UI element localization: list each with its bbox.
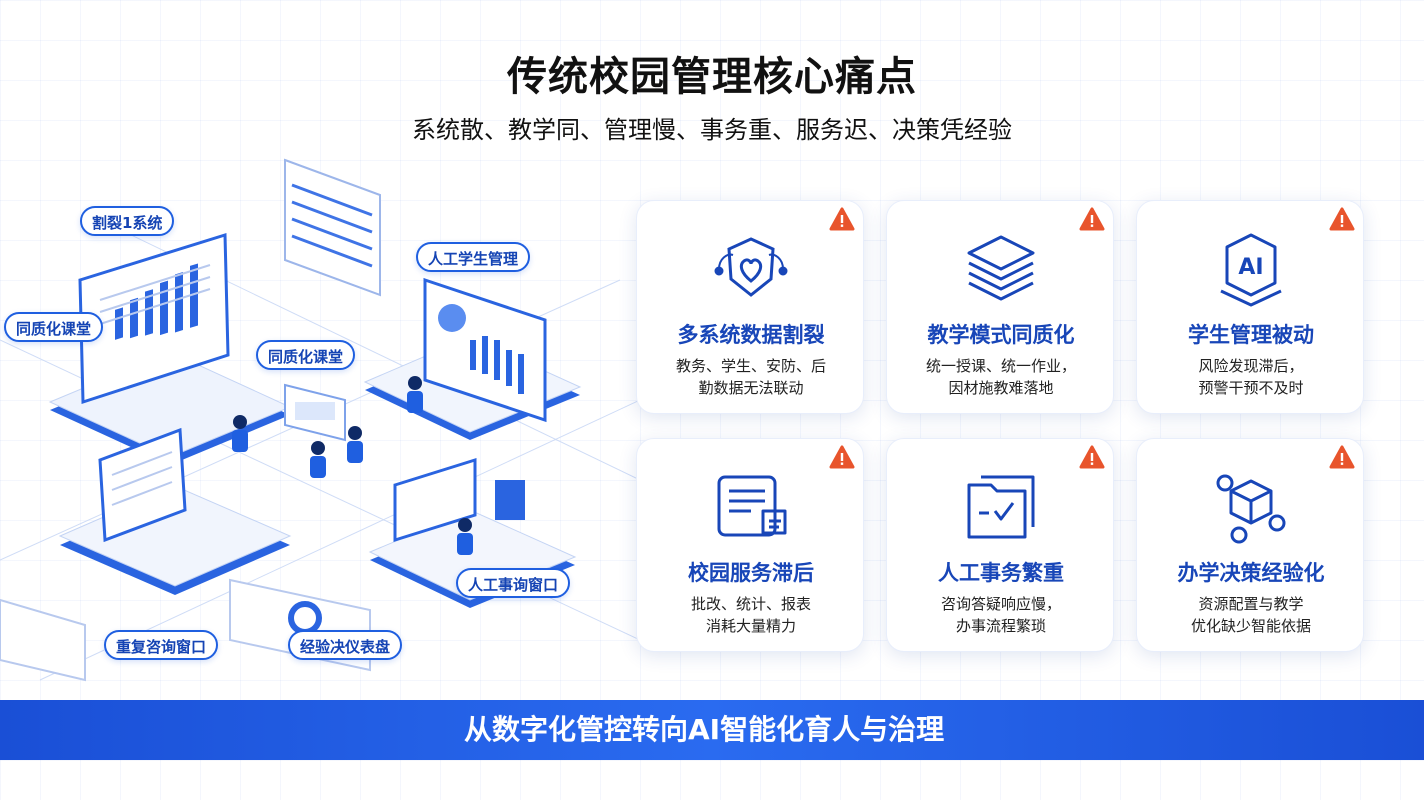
card-description: 批改、统计、报表 消耗大量精力 xyxy=(651,593,851,637)
warning-icon xyxy=(1079,445,1105,469)
callout-homogeneous-left: 同质化课堂 xyxy=(4,312,104,342)
card-desc-line: 教务、学生、安防、后 xyxy=(675,357,826,375)
card-teaching-homogeneous: 教学模式同质化 统一授课、统一作业， 因材施教难落地 xyxy=(886,200,1114,414)
callout-system-split: 割裂1系统 xyxy=(80,206,175,236)
card-student-management: AI 学生管理被动 风险发现滞后， 预警干预不及时 xyxy=(1136,200,1364,414)
doc-bottom-left xyxy=(0,598,86,682)
banner-text: 从数字化管控转向AI智能化育人与治理 xyxy=(464,713,945,746)
card-description: 资源配置与教学 优化缺少智能依据 xyxy=(1151,593,1351,637)
card-desc-line: 办事流程繁琐 xyxy=(955,617,1046,635)
card-title: 教学模式同质化 xyxy=(927,323,1075,347)
card-desc-line: 优化缺少智能依据 xyxy=(1190,617,1311,635)
card-desc-line: 因材施教难落地 xyxy=(948,379,1054,397)
layers-stack-icon xyxy=(967,235,1035,301)
panel-top xyxy=(284,158,381,297)
document-edit-icon xyxy=(717,475,787,537)
warning-icon xyxy=(829,207,855,231)
card-description: 教务、学生、安防、后 勤数据无法联动 xyxy=(651,355,851,399)
people xyxy=(232,376,473,555)
card-campus-service: 校园服务滞后 批改、统计、报表 消耗大量精力 xyxy=(636,438,864,652)
warning-icon xyxy=(1329,207,1355,231)
card-desc-line: 批改、统计、报表 xyxy=(690,595,811,613)
page-subtitle: 系统散、教学同、管理慢、事务重、服务迟、决策凭经验 xyxy=(412,116,1012,144)
page-title: 传统校园管理核心痛点 xyxy=(507,54,917,100)
card-title: 多系统数据割裂 xyxy=(677,323,825,347)
warning-icon xyxy=(829,445,855,469)
card-desc-line: 风险发现滞后， xyxy=(1198,357,1304,375)
card-desc-line: 勤数据无法联动 xyxy=(698,379,804,397)
callout-manual-window: 人工事询窗口 xyxy=(456,568,571,598)
card-desc-line: 统一授课、统一作业， xyxy=(925,357,1076,375)
monitor-left xyxy=(78,232,230,405)
folder-check-icon xyxy=(967,475,1035,539)
campus-illustration: 割裂1系统 人工学生管理 同质化课堂 同质化课堂 人工事询窗口 重复咨询窗口 经… xyxy=(0,140,640,700)
card-desc-line: 预警干预不及时 xyxy=(1198,379,1304,397)
monitor-center-bottom xyxy=(98,427,187,543)
warning-icon xyxy=(1329,445,1355,469)
callout-repeat-consult: 重复咨询窗口 xyxy=(104,630,219,660)
card-title: 办学决策经验化 xyxy=(1177,561,1325,585)
callout-dashboard: 经验决仪表盘 xyxy=(288,630,403,660)
card-description: 风险发现滞后， 预警干预不及时 xyxy=(1151,355,1351,399)
card-data-silo: 多系统数据割裂 教务、学生、安防、后 勤数据无法联动 xyxy=(636,200,864,414)
warning-icon xyxy=(1079,207,1105,231)
card-title: 人工事务繁重 xyxy=(938,561,1064,585)
card-title: 学生管理被动 xyxy=(1188,323,1314,347)
ai-chip-icon: AI xyxy=(1220,233,1282,307)
shield-heart-icon xyxy=(714,237,788,297)
card-title: 校园服务滞后 xyxy=(688,561,814,585)
monitor-right xyxy=(423,277,547,423)
card-description: 咨询答疑响应慢， 办事流程繁琐 xyxy=(901,593,1101,637)
card-desc-line: 咨询答疑响应慢， xyxy=(940,595,1061,613)
callout-manual-student: 人工学生管理 xyxy=(416,242,531,272)
card-description: 统一授课、统一作业， 因材施教难落地 xyxy=(901,355,1101,399)
isometric-scene xyxy=(0,158,640,682)
cube-network-icon xyxy=(1216,474,1286,544)
bottom-banner: 从数字化管控转向AI智能化育人与治理 xyxy=(0,700,1424,760)
card-manual-affairs: 人工事务繁重 咨询答疑响应慢， 办事流程繁琐 xyxy=(886,438,1114,652)
svg-text:AI: AI xyxy=(1238,255,1263,280)
screen-center xyxy=(284,383,346,442)
card-desc-line: 资源配置与教学 xyxy=(1198,595,1304,613)
callout-homogeneous-center: 同质化课堂 xyxy=(256,340,356,370)
card-desc-line: 消耗大量精力 xyxy=(705,617,796,635)
monitor-bottom xyxy=(393,457,525,543)
card-decision-experience: 办学决策经验化 资源配置与教学 优化缺少智能依据 xyxy=(1136,438,1364,652)
